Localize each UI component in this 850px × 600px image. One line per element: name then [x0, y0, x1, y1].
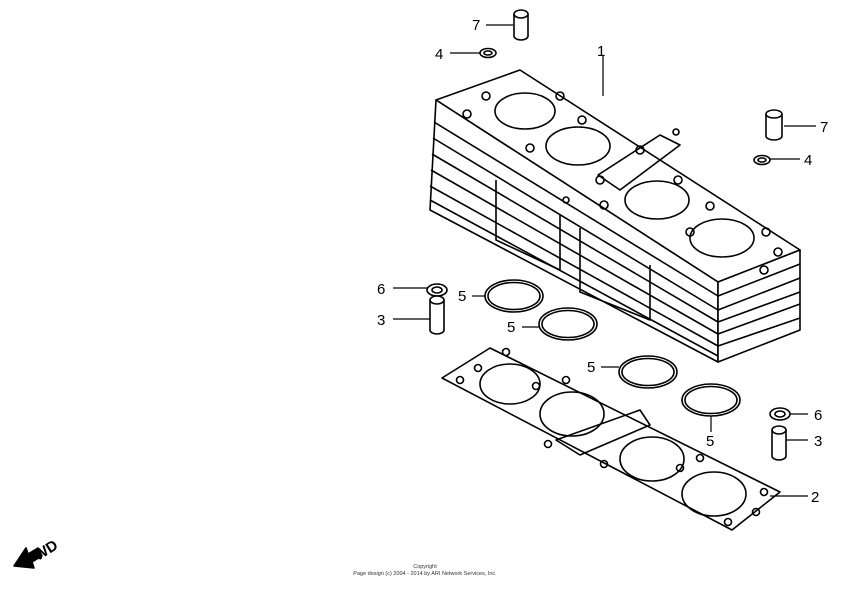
cylinder-base-gasket: [441, 347, 781, 531]
callout-4-right: 4: [804, 152, 812, 169]
callout-3-left: 3: [377, 312, 385, 329]
callout-4-left: 4: [435, 46, 443, 63]
copyright-line-1: Copyright: [413, 564, 437, 570]
callout-5-b: 5: [507, 319, 515, 336]
callout-7-left: 7: [472, 17, 480, 34]
callout-6-left: 6: [377, 281, 385, 298]
callout-2: 2: [811, 489, 819, 506]
dowel-pins-lower: [429, 295, 787, 461]
cylinder-block: [429, 69, 801, 363]
fwd-arrow-icon: [13, 547, 43, 569]
dowel-pins-upper: [513, 9, 783, 141]
callout-5-d: 5: [706, 433, 714, 450]
copyright-notice: Copyright Page design (c) 2004 - 2014 by…: [325, 564, 525, 578]
callout-5-a: 5: [458, 288, 466, 305]
callout-6-right: 6: [814, 407, 822, 424]
leader-lines: [393, 24, 816, 497]
o-rings: [484, 279, 741, 417]
callout-7-right: 7: [820, 119, 828, 136]
callout-5-c: 5: [587, 359, 595, 376]
fwd-label: FWD: [23, 537, 61, 570]
callout-1: 1: [597, 43, 605, 60]
callout-3-right: 3: [814, 433, 822, 450]
copyright-line-2: Page design (c) 2004 - 2014 by ARI Netwo…: [353, 571, 497, 577]
